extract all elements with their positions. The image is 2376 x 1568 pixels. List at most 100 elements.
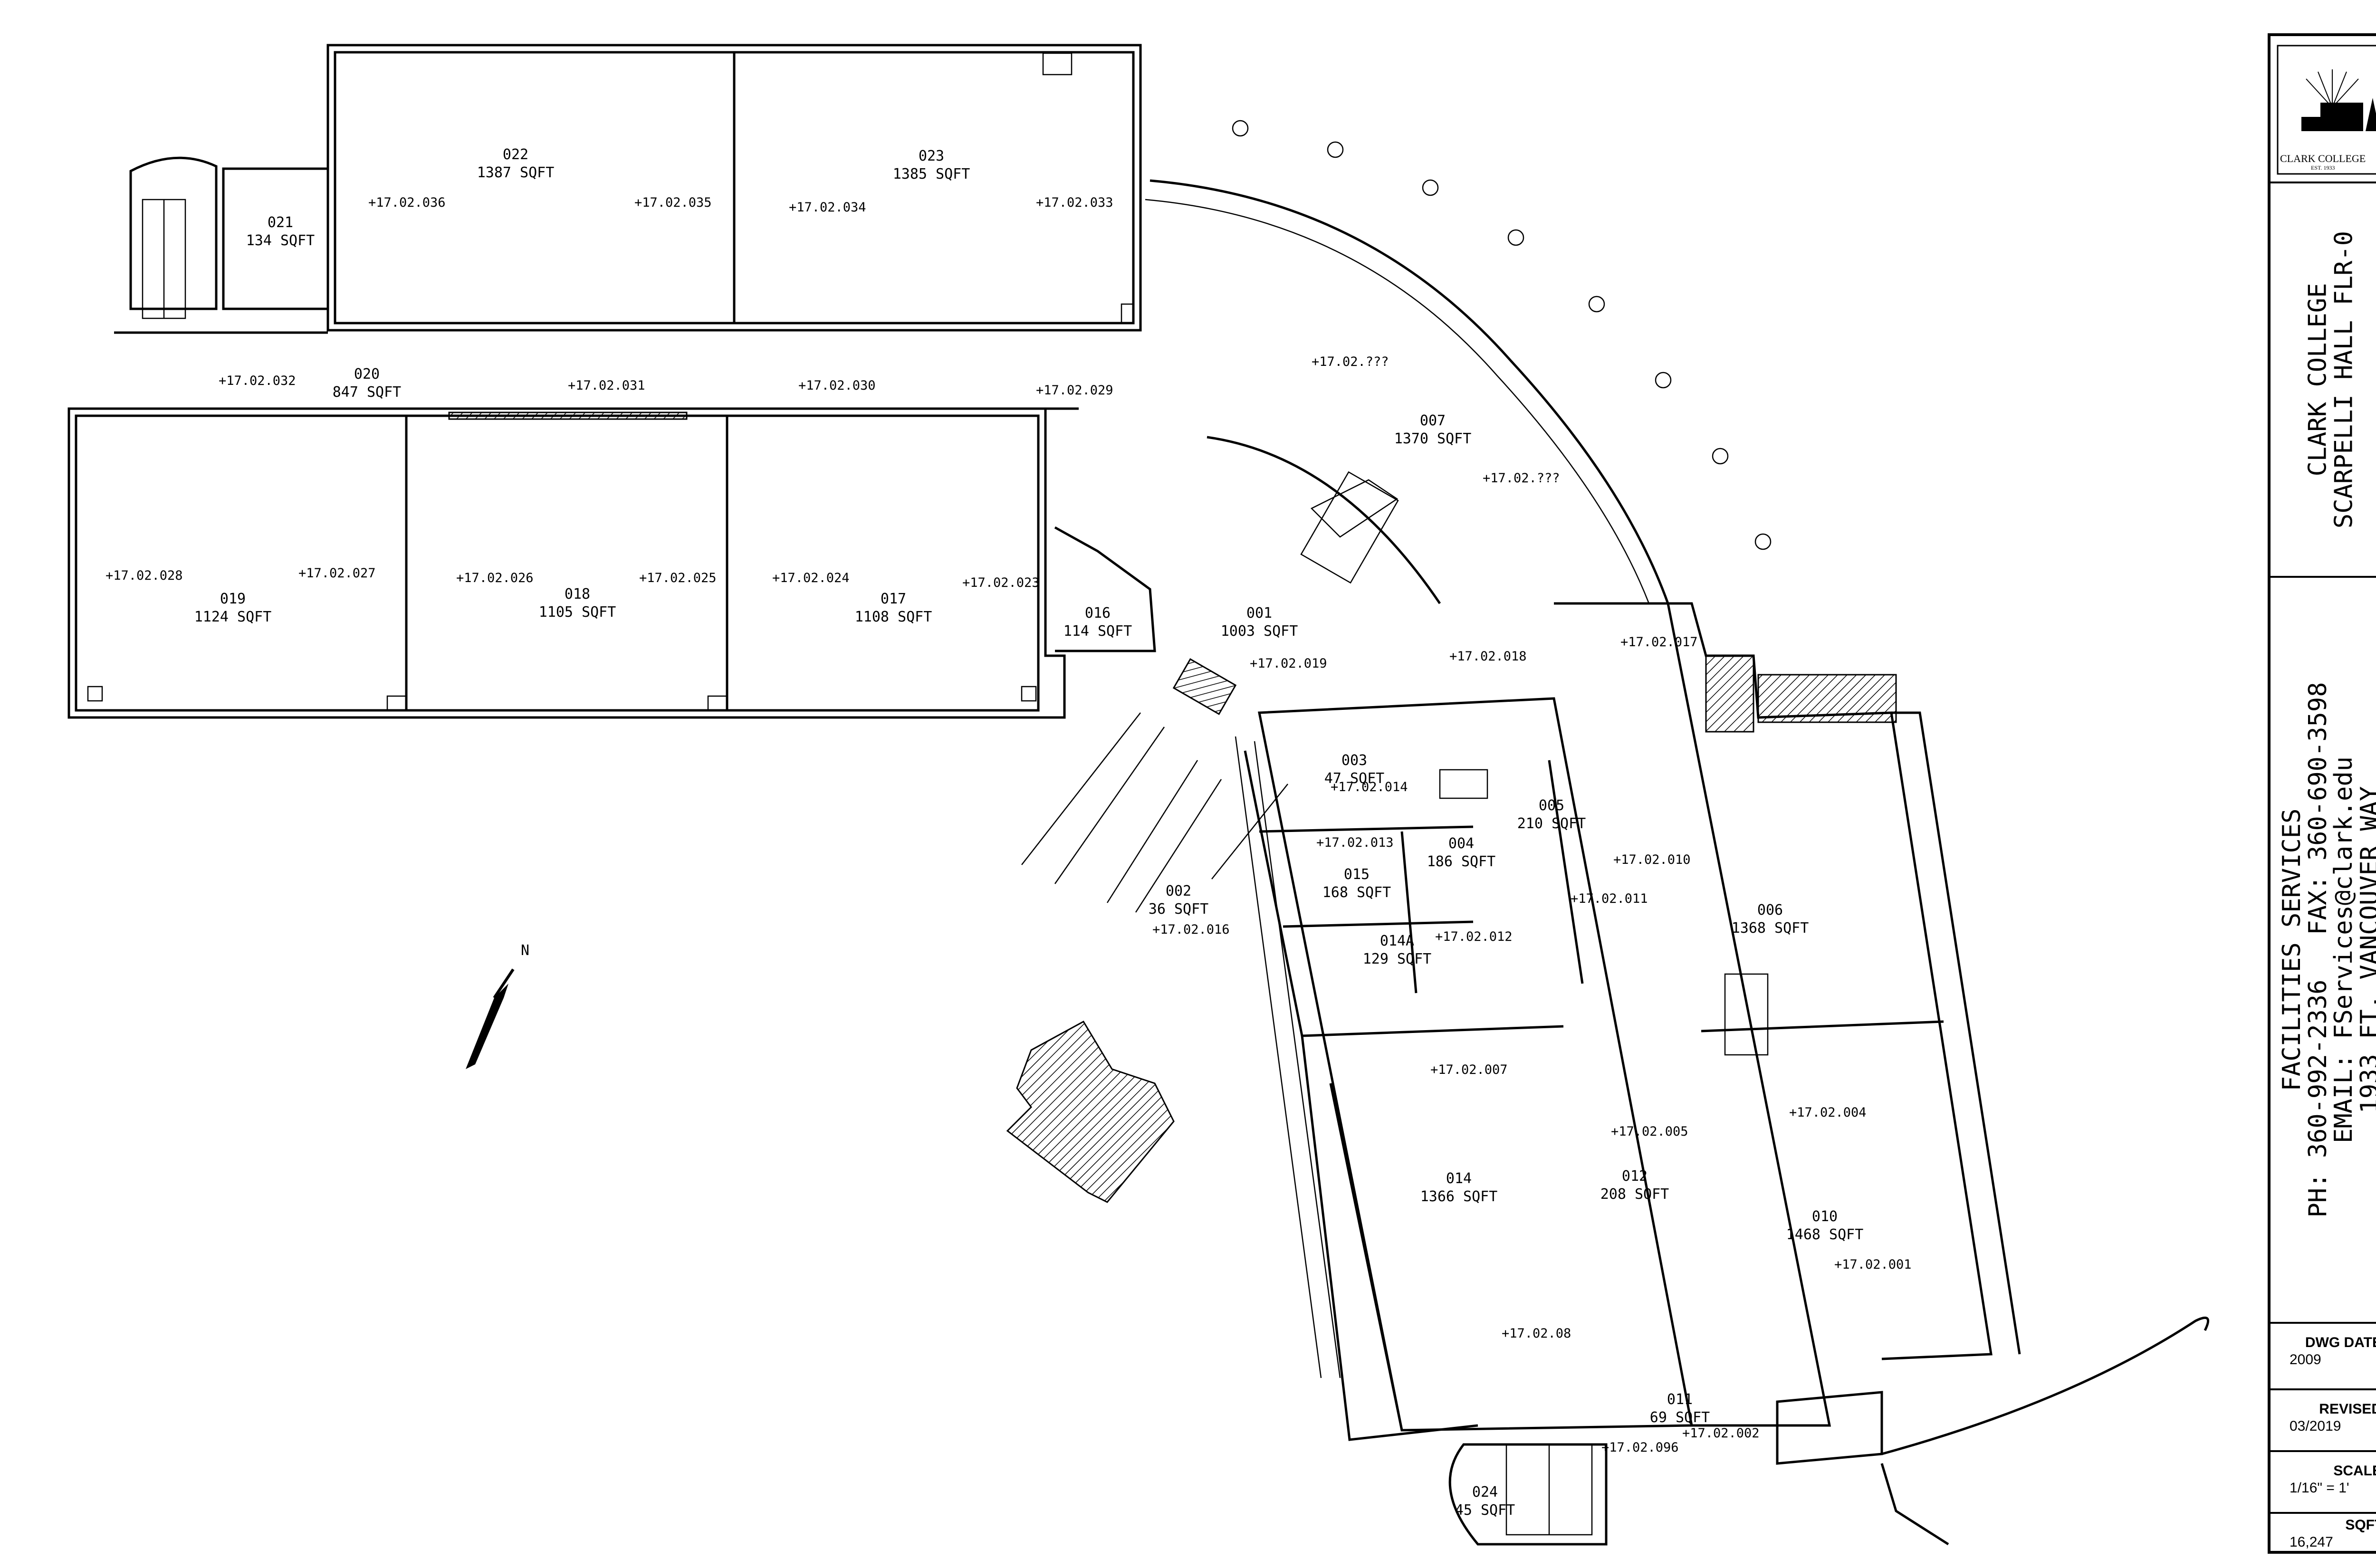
survey-point: +17.02.002 xyxy=(1682,1426,1760,1441)
survey-point: +17.02.030 xyxy=(798,378,876,393)
room-area: 134 SQFT xyxy=(246,232,315,249)
room-number: 011 xyxy=(1667,1391,1693,1408)
room-area: 186 SQFT xyxy=(1427,853,1496,870)
room-number: 023 xyxy=(919,148,944,164)
room-number: 017 xyxy=(881,591,906,607)
room-number: 016 xyxy=(1085,605,1111,621)
survey-point: +17.02.005 xyxy=(1611,1124,1688,1139)
room-number: 014 xyxy=(1446,1170,1472,1187)
survey-point: +17.02.016 xyxy=(1152,922,1230,937)
survey-point-labels: +17.02.036 +17.02.035 +17.02.034 +17.02.033… xyxy=(105,195,1912,1455)
survey-point: +17.02.036 xyxy=(368,195,446,210)
survey-point: +17.02.024 xyxy=(772,571,850,585)
room-number: 007 xyxy=(1420,412,1446,429)
survey-point: +17.02.026 xyxy=(456,571,534,585)
org-name: FACILITIES SERVICES xyxy=(2277,808,2306,1091)
revised-label: REVISED: xyxy=(2319,1401,2376,1417)
room-number: 002 xyxy=(1166,883,1191,899)
survey-point: +17.02.012 xyxy=(1435,929,1513,944)
room-number: 010 xyxy=(1812,1208,1838,1225)
survey-point: +17.02.032 xyxy=(219,373,296,388)
revised-cell: REVISED: 03/2019 xyxy=(2271,1390,2376,1452)
room-area: 1105 SQFT xyxy=(539,604,616,621)
survey-point: +17.02.08 xyxy=(1502,1326,1571,1341)
title-line-2: SCARPELLI HALL FLR-0 xyxy=(2329,230,2358,529)
survey-point: +17.02.096 xyxy=(1601,1440,1679,1455)
room-area: 1385 SQFT xyxy=(893,166,970,182)
survey-point: +17.02.025 xyxy=(639,571,717,585)
survey-point: +17.02.017 xyxy=(1620,635,1698,650)
survey-point: +17.02.??? xyxy=(1483,471,1560,486)
north-arrow: N xyxy=(466,942,529,1069)
dwg-date-label: DWG DATE: xyxy=(2305,1335,2376,1350)
room-number: 022 xyxy=(503,146,528,163)
survey-point: +17.02.035 xyxy=(634,195,712,210)
title-line-1: CLARK COLLEGE xyxy=(2303,283,2332,477)
survey-point: +17.02.033 xyxy=(1036,195,1113,210)
survey-point: +17.02.029 xyxy=(1036,383,1113,398)
room-number: 014A xyxy=(1380,933,1414,949)
room-area: 129 SQFT xyxy=(1363,951,1432,967)
survey-point: +17.02.013 xyxy=(1316,835,1394,850)
room-number: 018 xyxy=(565,586,590,602)
title-cell: CLARK COLLEGE SCARPELLI HALL FLR-0 xyxy=(2271,183,2376,578)
room-number: 012 xyxy=(1622,1168,1648,1185)
dwg-date-value: 2009 xyxy=(2290,1352,2321,1367)
room-area: 114 SQFT xyxy=(1063,623,1132,640)
walls xyxy=(67,44,2210,1546)
north-label: N xyxy=(521,942,529,959)
sqft-cell: SQFT: 16,247 xyxy=(2271,1514,2376,1554)
room-number: 021 xyxy=(268,214,293,231)
room-area: 1468 SQFT xyxy=(1786,1226,1864,1243)
room-number: 006 xyxy=(1757,902,1783,918)
survey-point: +17.02.010 xyxy=(1613,852,1691,867)
title-block: CLARK COLLEGE EST. 1933 CLARK COLLEGE SC… xyxy=(2268,33,2376,1554)
survey-point: +17.02.019 xyxy=(1250,656,1327,671)
room-number: 019 xyxy=(220,591,246,607)
survey-point: +17.02.031 xyxy=(568,378,645,393)
survey-point: +17.02.027 xyxy=(298,566,376,581)
address: 1933 FT. VANCOUVER WAY xyxy=(2355,786,2376,1114)
phone-fax: PH: 360-992-2336 FAX: 360-690-3598 xyxy=(2303,682,2332,1218)
scale-cell: SCALE: 1/16" = 1' xyxy=(2271,1452,2376,1514)
dwg-date-cell: DWG DATE: 2009 xyxy=(2271,1324,2376,1390)
room-number: 020 xyxy=(354,366,380,382)
survey-point: +17.02.??? xyxy=(1312,354,1389,369)
room-area: 847 SQFT xyxy=(333,384,402,401)
scale-value: 1/16" = 1' xyxy=(2290,1480,2349,1496)
room-area: 210 SQFT xyxy=(1517,815,1586,832)
revised-value: 03/2019 xyxy=(2290,1418,2341,1434)
logo-cell: CLARK COLLEGE EST. 1933 xyxy=(2271,36,2376,183)
room-number: 024 xyxy=(1472,1484,1498,1501)
room-area: 1387 SQFT xyxy=(477,164,555,181)
room-area: 168 SQFT xyxy=(1322,884,1391,901)
survey-point: +17.02.034 xyxy=(789,200,866,215)
survey-point: +17.02.023 xyxy=(962,575,1040,590)
sqft-value: 16,247 xyxy=(2290,1534,2333,1550)
room-area: 1366 SQFT xyxy=(1420,1188,1498,1205)
email: EMAIL: FServices@clark.edu xyxy=(2329,756,2358,1143)
logo-est: EST. 1933 xyxy=(2311,164,2335,171)
room-area: 45 SQFT xyxy=(1455,1502,1515,1519)
room-number: 001 xyxy=(1246,605,1272,621)
survey-point: +17.02.004 xyxy=(1789,1105,1867,1120)
sqft-label: SQFT: xyxy=(2345,1517,2376,1533)
survey-point: +17.02.028 xyxy=(105,568,183,583)
survey-point: +17.02.001 xyxy=(1834,1257,1912,1272)
room-number: 005 xyxy=(1539,797,1564,814)
room-area: 36 SQFT xyxy=(1149,901,1208,918)
room-area: 1370 SQFT xyxy=(1394,430,1472,447)
room-area: 1108 SQFT xyxy=(855,609,932,625)
room-area: 208 SQFT xyxy=(1600,1186,1669,1203)
survey-point: +17.02.007 xyxy=(1430,1062,1508,1077)
room-area: 69 SQFT xyxy=(1650,1409,1710,1426)
survey-point: +17.02.014 xyxy=(1331,780,1408,794)
logo-text: CLARK COLLEGE xyxy=(2280,153,2366,164)
room-area: 1124 SQFT xyxy=(194,609,272,625)
clark-college-logo xyxy=(2277,45,2376,175)
scale-label: SCALE: xyxy=(2333,1463,2376,1479)
contact-cell: FACILITIES SERVICES PH: 360-992-2336 FAX… xyxy=(2271,578,2376,1324)
exterior-bollards xyxy=(1232,120,1772,550)
